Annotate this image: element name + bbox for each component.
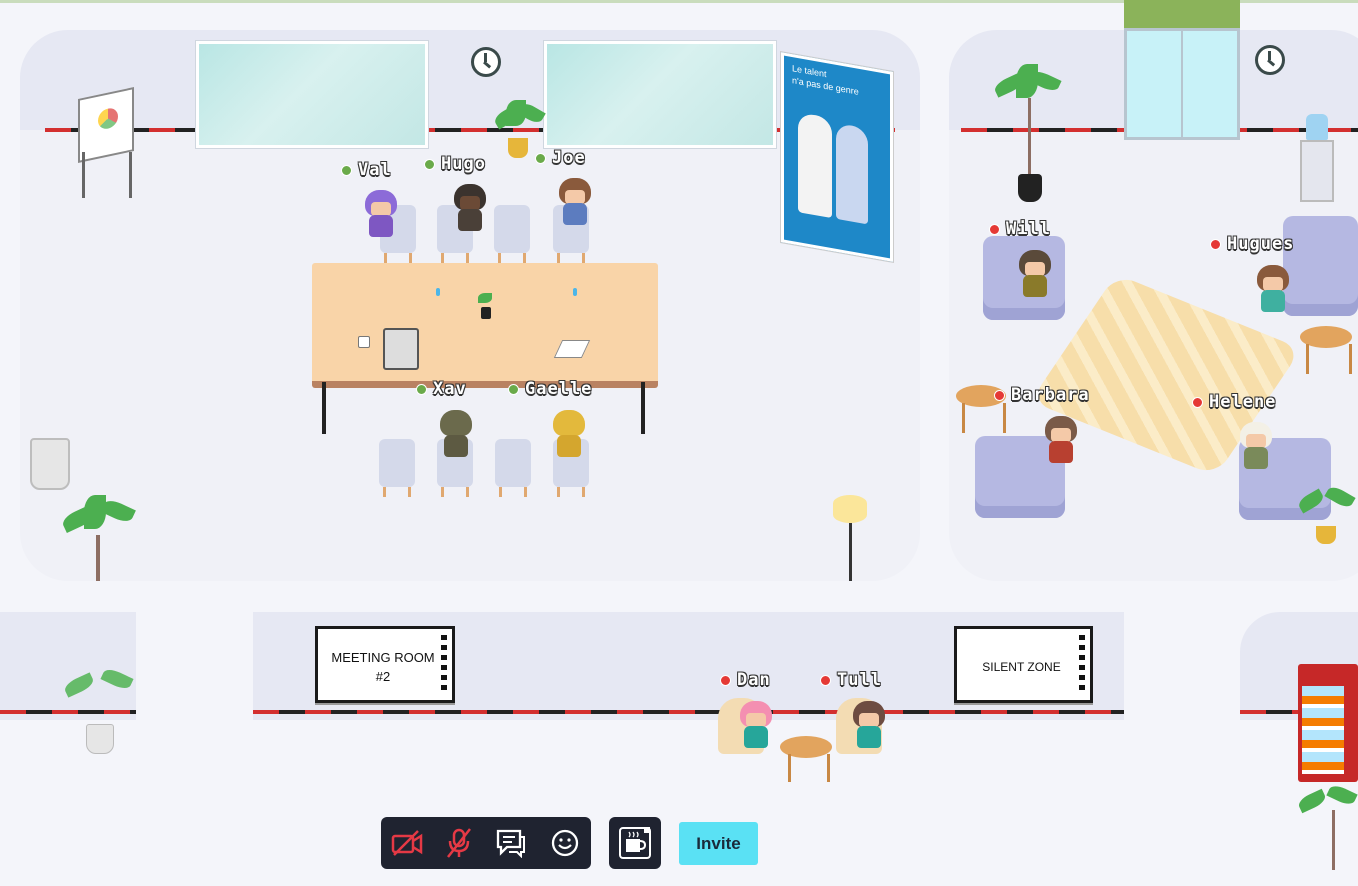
camera-toggle-button[interactable] [389, 825, 425, 861]
chat-icon [496, 829, 525, 858]
laptop-icon [383, 328, 419, 370]
armchair[interactable] [1283, 216, 1358, 316]
user-label-hugo: Hugo [424, 154, 486, 174]
avatar-barbara[interactable] [1042, 416, 1080, 466]
mic-toggle-button[interactable] [441, 825, 477, 861]
user-label-gaelle: Gaelle [508, 379, 592, 399]
emoji-icon [551, 829, 579, 857]
user-label-xav: Xav [416, 379, 467, 399]
poster: Le talent n'a pas de genre [781, 52, 893, 262]
status-dot [535, 152, 546, 164]
sign-text: #2 [375, 669, 391, 684]
potted-plant [992, 64, 1064, 204]
clock-icon [471, 47, 501, 77]
user-label-will: Will [989, 219, 1051, 239]
pie-chart-icon [98, 106, 118, 131]
status-dot [720, 674, 731, 686]
status-dot [989, 223, 1000, 235]
wall-trim [45, 128, 895, 132]
poster-person-2 [836, 122, 868, 225]
user-label-barbara: Barbara [994, 385, 1090, 405]
status-dot [416, 383, 427, 395]
status-dot [424, 158, 435, 170]
corridor-wall-left [0, 612, 136, 720]
window-right [544, 41, 776, 148]
side-table [956, 385, 1006, 435]
chat-button[interactable] [493, 825, 529, 861]
clock-icon [1255, 45, 1285, 75]
table-plant-icon [478, 293, 494, 323]
side-table [1300, 326, 1352, 376]
avatar-helene[interactable] [1237, 422, 1275, 472]
glass-door[interactable] [1124, 28, 1240, 140]
user-label-helene: Helene [1192, 392, 1276, 412]
status-dot [820, 674, 831, 686]
potted-plant [490, 100, 550, 165]
avatar-xav[interactable] [437, 410, 475, 460]
avatar-will[interactable] [1016, 250, 1054, 300]
potted-plant [62, 666, 136, 758]
water-bottle-icon [436, 288, 440, 296]
window-left [196, 41, 428, 148]
user-label-tull: Tull [820, 670, 882, 690]
chair[interactable] [494, 205, 530, 263]
status-dot [1210, 238, 1221, 250]
avatar-joe[interactable] [556, 178, 594, 228]
coffee-cup-icon [358, 336, 370, 348]
emoji-button[interactable] [547, 825, 583, 861]
chair[interactable] [379, 439, 415, 497]
user-label-hugues: Hugues [1210, 234, 1294, 254]
avatar-hugues[interactable] [1254, 265, 1292, 315]
trash-bin-icon [30, 438, 70, 490]
meeting-table [312, 263, 658, 388]
sign-text: MEETING ROOM [331, 650, 435, 665]
cafe-table [780, 736, 832, 784]
corridor-trim [253, 710, 1124, 714]
vending-machine[interactable] [1298, 664, 1358, 782]
camera-off-icon [391, 830, 423, 856]
top-border [0, 0, 1358, 3]
avatar-dan[interactable] [737, 701, 775, 751]
coffee-break-button[interactable] [609, 817, 661, 869]
status-dot [508, 383, 519, 395]
poster-person-1 [798, 112, 832, 219]
invite-button[interactable]: Invite [679, 822, 758, 865]
mic-off-icon [447, 828, 471, 858]
user-label-dan: Dan [720, 670, 771, 690]
sign-text: SILENT ZONE [982, 660, 1061, 674]
easel-legs [82, 152, 132, 198]
water-bottle-icon [573, 288, 577, 296]
grass-patch [1124, 0, 1240, 28]
potted-plant [1296, 780, 1358, 870]
potted-plant [1296, 483, 1358, 554]
status-dot [1192, 396, 1203, 408]
table-leg [322, 382, 326, 434]
silent-zone-sign: SILENT ZONE [954, 626, 1093, 703]
avatar-hugo[interactable] [451, 184, 489, 234]
meeting-room-sign: MEETING ROOM #2 [315, 626, 455, 703]
chair[interactable] [495, 439, 531, 497]
media-toolbar [381, 817, 591, 869]
status-dot [994, 389, 1005, 401]
user-label-val: Val [341, 160, 392, 180]
avatar-val[interactable] [362, 190, 400, 240]
avatar-gaelle[interactable] [550, 410, 588, 460]
table-leg [641, 382, 645, 434]
user-label-joe: Joe [535, 148, 586, 168]
status-dot [341, 164, 352, 176]
floor-lamp [833, 495, 869, 581]
water-cooler [1300, 114, 1334, 202]
avatar-tull[interactable] [850, 701, 888, 751]
coffee-break-icon [619, 827, 651, 859]
potted-plant [60, 495, 136, 581]
corridor-trim [0, 710, 136, 714]
